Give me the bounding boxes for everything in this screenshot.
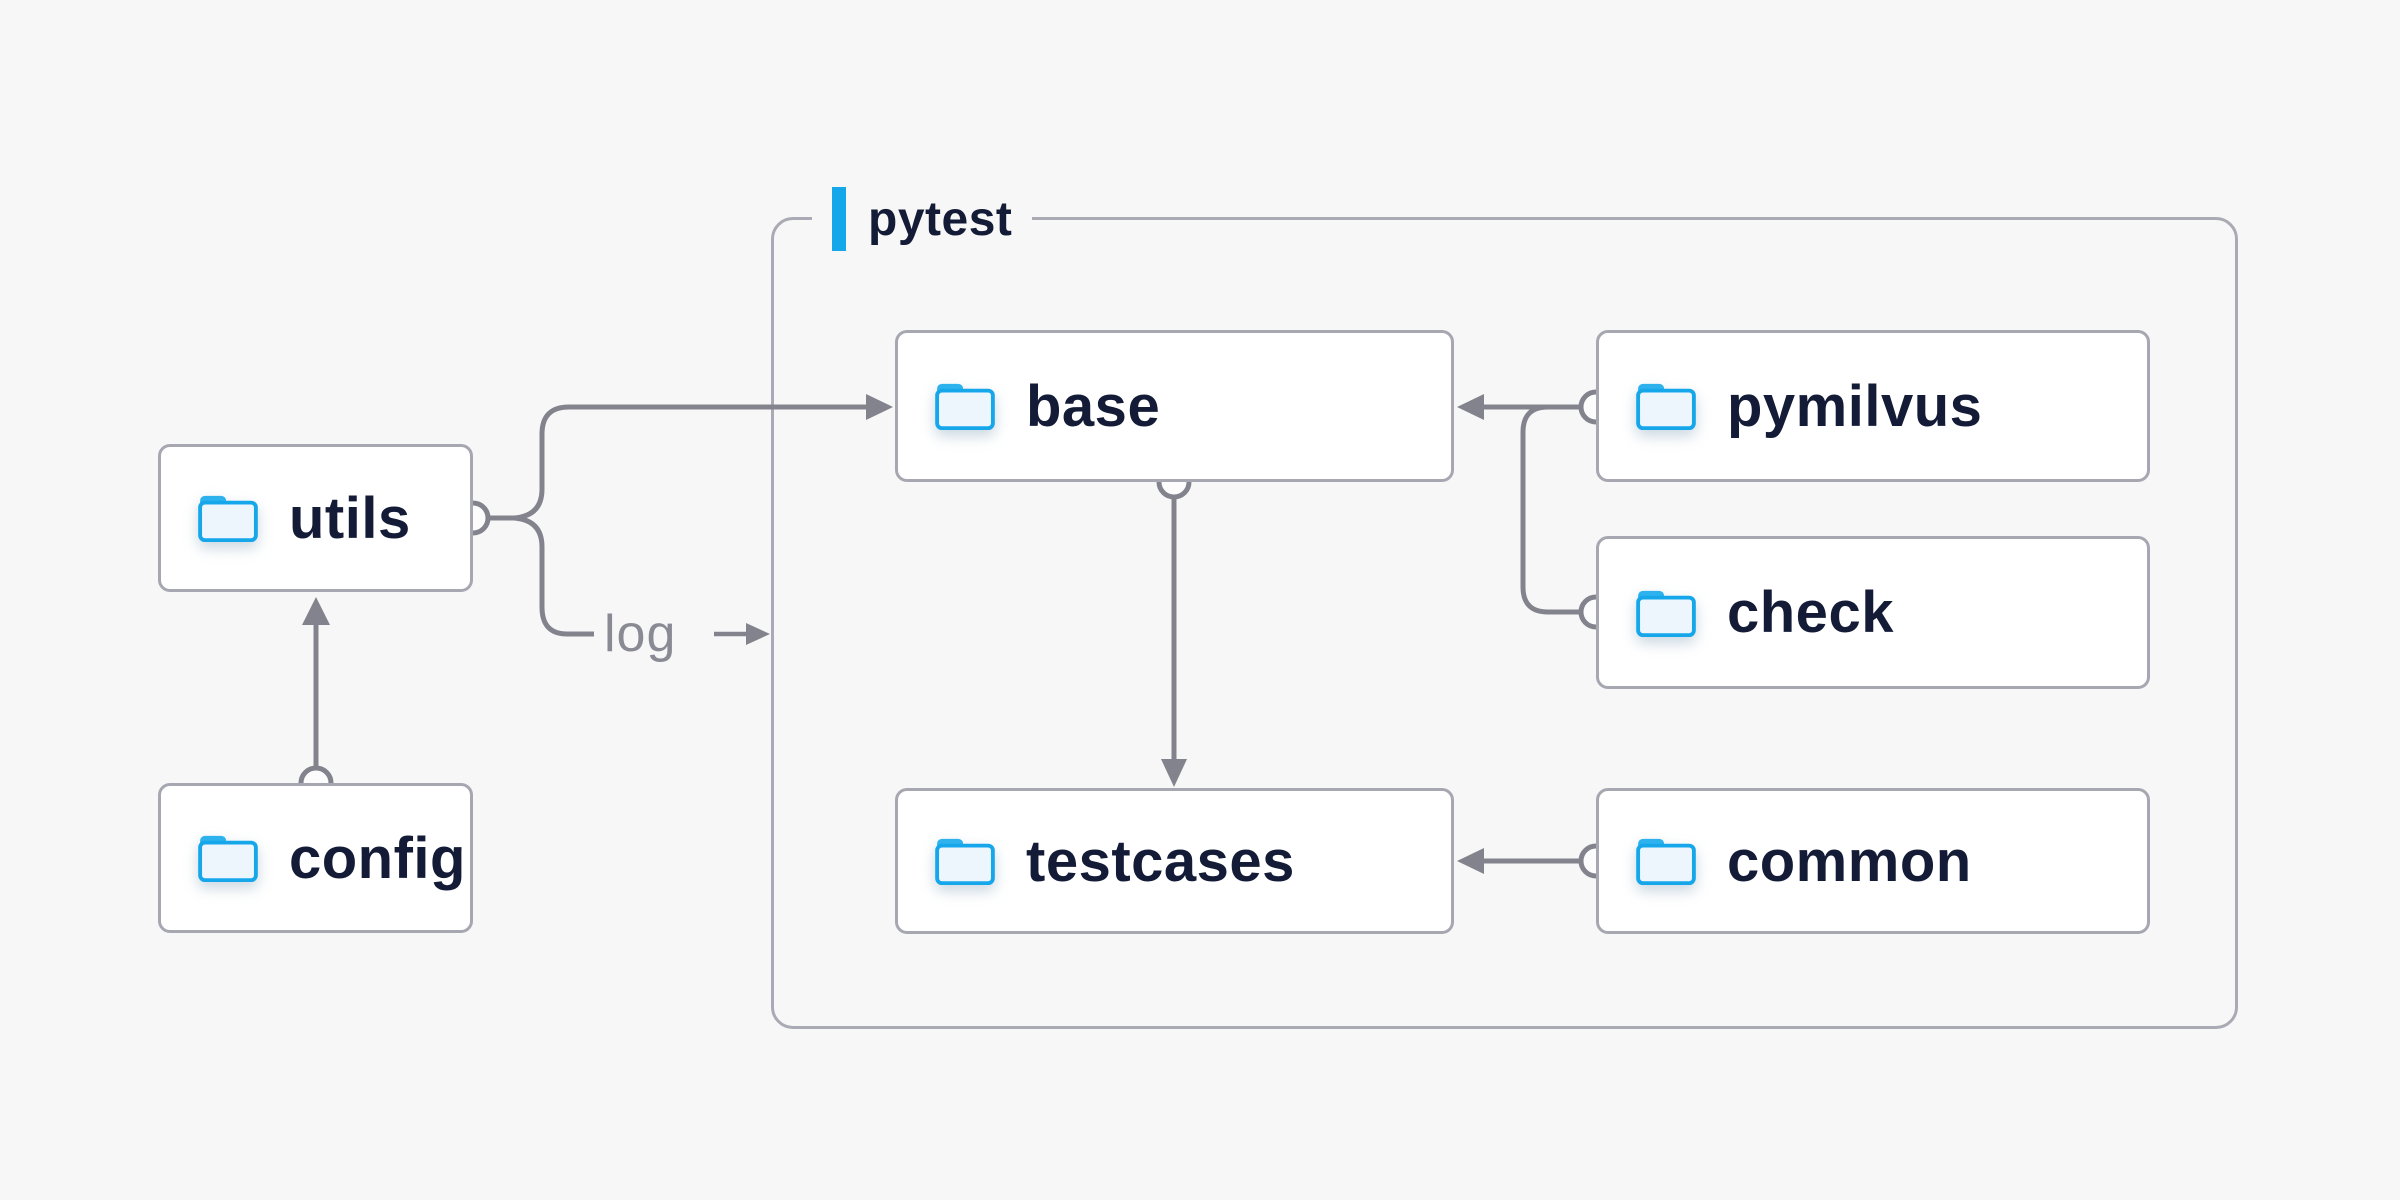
folder-icon bbox=[1636, 383, 1696, 431]
folder-icon bbox=[198, 835, 258, 883]
node-label: utils bbox=[289, 485, 411, 551]
node-utils: utils bbox=[158, 444, 473, 592]
pytest-group-title: pytest bbox=[868, 192, 1013, 246]
folder-icon bbox=[935, 383, 995, 431]
node-testcases: testcases bbox=[895, 788, 1454, 934]
node-label: base bbox=[1026, 373, 1161, 439]
arrowhead-log bbox=[746, 623, 770, 645]
node-check: check bbox=[1596, 536, 2150, 689]
node-pymilvus: pymilvus bbox=[1596, 330, 2150, 482]
folder-icon bbox=[1636, 838, 1696, 886]
pytest-group-label: pytest bbox=[812, 185, 1033, 253]
node-label: check bbox=[1727, 580, 1894, 645]
node-label: pymilvus bbox=[1727, 373, 1983, 439]
folder-icon bbox=[1636, 590, 1696, 637]
folder-icon bbox=[198, 495, 258, 543]
pytest-group: pytest bbox=[771, 185, 2238, 1029]
blue-bar-icon bbox=[832, 187, 846, 251]
arrowhead-into-utils-bottom bbox=[302, 597, 330, 625]
node-config: config bbox=[158, 783, 473, 933]
node-label: config bbox=[289, 825, 466, 891]
folder-icon bbox=[935, 838, 995, 886]
edge-utils-log bbox=[513, 515, 594, 637]
node-label: common bbox=[1727, 828, 1972, 894]
edge-label-log: log bbox=[604, 605, 677, 663]
node-label: testcases bbox=[1026, 828, 1295, 894]
node-common: common bbox=[1596, 788, 2150, 934]
node-base: base bbox=[895, 330, 1454, 482]
